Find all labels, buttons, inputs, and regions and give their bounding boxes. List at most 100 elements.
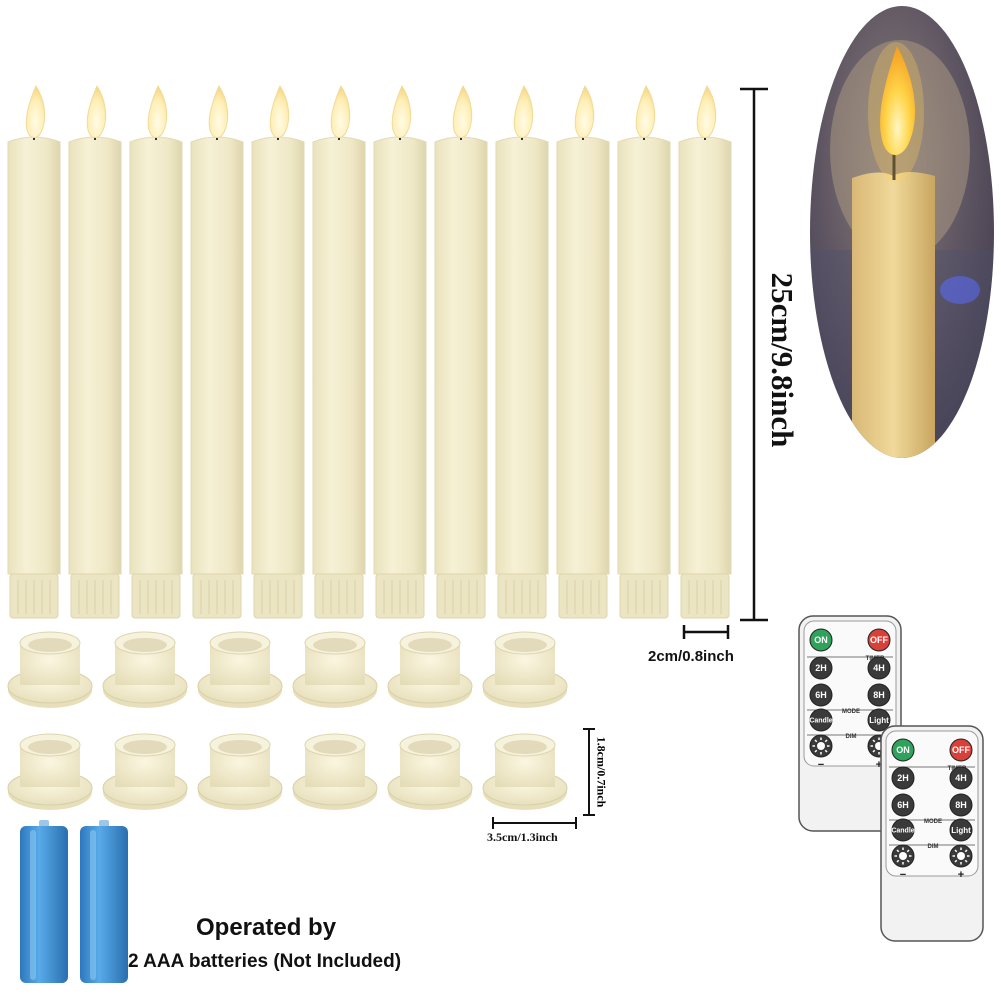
timer-4h-button[interactable]: 4H (867, 656, 891, 680)
timer-2h-button[interactable]: 2H (891, 766, 915, 790)
flame-icon (696, 84, 717, 138)
flame-icon (86, 84, 107, 138)
svg-text:2H: 2H (815, 663, 827, 673)
svg-text:6H: 6H (815, 690, 827, 700)
flame-icon (513, 84, 534, 138)
battery-pair (20, 820, 128, 983)
flame-icon (574, 84, 595, 138)
timer-8h-button[interactable]: 8H (949, 793, 973, 817)
remote-controls: ONOFFTIMER2H4H6H8HMODECandleLightDIM−+ON… (798, 615, 984, 942)
timer-6h-button[interactable]: 6H (809, 683, 833, 707)
candle-holder (387, 733, 473, 810)
svg-text:6H: 6H (897, 800, 909, 810)
aaa-battery (80, 820, 128, 983)
svg-text:OFF: OFF (952, 745, 970, 755)
power-title: Operated by (196, 914, 337, 941)
dim-down-button[interactable] (891, 844, 915, 868)
svg-text:−: − (818, 759, 824, 771)
flame-icon (880, 46, 916, 155)
remote-control: ONOFFTIMER2H4H6H8HMODECandleLightDIM−+ (880, 725, 984, 942)
off-button[interactable]: OFF (949, 738, 973, 762)
candle-holder (197, 631, 283, 708)
svg-text:MODE: MODE (924, 819, 942, 825)
flame-icon (208, 84, 229, 138)
candle (617, 84, 671, 619)
svg-text:+: + (958, 869, 964, 881)
candle (68, 84, 122, 619)
timer-6h-button[interactable]: 6H (891, 793, 915, 817)
svg-text:8H: 8H (955, 800, 967, 810)
svg-text:+: + (876, 759, 882, 771)
svg-text:DIM: DIM (928, 844, 939, 850)
candle (678, 84, 732, 619)
candle-holder (387, 631, 473, 708)
holder-width-dimension (492, 817, 577, 829)
sun-icon (894, 847, 912, 865)
svg-text:2H: 2H (897, 773, 909, 783)
flame-icon (391, 84, 412, 138)
svg-text:4H: 4H (873, 663, 885, 673)
candle (129, 84, 183, 619)
svg-text:Candle: Candle (891, 828, 914, 835)
svg-text:8H: 8H (873, 690, 885, 700)
candle (434, 84, 488, 619)
flame-icon (269, 84, 290, 138)
candle-closeup-photo (810, 6, 994, 458)
candle (373, 84, 427, 619)
candle-mode-button[interactable]: Candle (809, 708, 833, 732)
candle (495, 84, 549, 619)
dim-down-button[interactable] (809, 734, 833, 758)
holder-height-label: 1.8cm/0.7inch (594, 736, 609, 808)
width-dimension-bar (682, 625, 730, 639)
timer-2h-button[interactable]: 2H (809, 656, 833, 680)
candle-height-label: 25cm/9.8inch (765, 272, 800, 448)
candle-row (7, 84, 732, 619)
svg-text:MODE: MODE (842, 709, 860, 715)
candle-width-label: 2cm/0.8inch (648, 648, 734, 665)
candle-holder (7, 631, 93, 708)
dim-up-button[interactable] (949, 844, 973, 868)
flame-icon (25, 84, 46, 138)
candle-holder (292, 631, 378, 708)
candle-holder (102, 733, 188, 810)
flame-icon (452, 84, 473, 138)
aaa-battery (20, 820, 68, 983)
candle (556, 84, 610, 619)
svg-text:ON: ON (814, 635, 828, 645)
svg-text:ON: ON (896, 745, 910, 755)
candle-holder (292, 733, 378, 810)
timer-4h-button[interactable]: 4H (949, 766, 973, 790)
candle-holder (197, 733, 283, 810)
candle-holder (7, 733, 93, 810)
power-subtitle: 2 AAA batteries (Not Included) (128, 951, 402, 972)
remote-control: ONOFFTIMER2H4H6H8HMODECandleLightDIM−+ (798, 615, 902, 832)
flame-icon (635, 84, 656, 138)
candle-holder (102, 631, 188, 708)
holder-height-dimension (583, 728, 595, 816)
on-button[interactable]: ON (809, 628, 833, 652)
off-button[interactable]: OFF (867, 628, 891, 652)
timer-8h-button[interactable]: 8H (867, 683, 891, 707)
svg-text:Candle: Candle (809, 718, 832, 725)
candle (251, 84, 305, 619)
candle (190, 84, 244, 619)
svg-text:Light: Light (869, 716, 889, 725)
candle (312, 84, 366, 619)
sun-icon (812, 737, 830, 755)
sun-icon (952, 847, 970, 865)
candle (7, 84, 61, 619)
svg-text:Light: Light (951, 826, 971, 835)
svg-text:OFF: OFF (870, 635, 888, 645)
svg-text:DIM: DIM (846, 734, 857, 740)
candle-holder (482, 733, 568, 810)
flame-icon (330, 84, 351, 138)
light-mode-button[interactable]: Light (949, 818, 973, 842)
flame-icon (147, 84, 168, 138)
light-mode-button[interactable]: Light (867, 708, 891, 732)
candle-holder (482, 631, 568, 708)
on-button[interactable]: ON (891, 738, 915, 762)
holder-width-label: 3.5cm/1.3inch (487, 830, 558, 844)
candle-mode-button[interactable]: Candle (891, 818, 915, 842)
svg-text:−: − (900, 869, 906, 881)
